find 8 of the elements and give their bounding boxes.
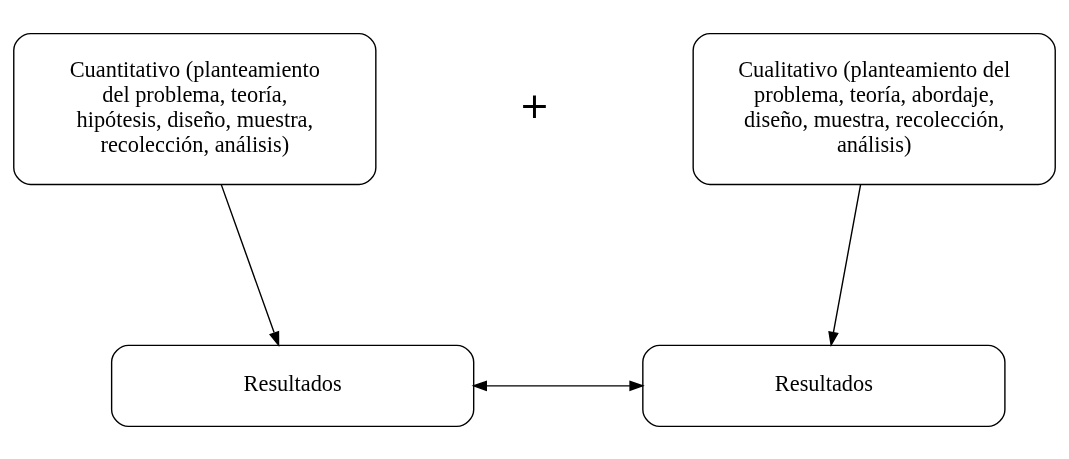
- node-box: Resultados: [110, 344, 475, 427]
- arrow: [471, 380, 645, 391]
- arrow: [828, 183, 862, 347]
- node-box: Cualitativo (planteamiento del problema, teoría, abordaje, diseño, muestra, recolección, análisis): [692, 32, 1056, 185]
- node-box: Resultados: [642, 344, 1006, 427]
- node-box: Cuantitativo (planteamiento del problema, teoría, hipótesis, diseño, muestra, recolección, análisis): [13, 32, 377, 185]
- arrow: [220, 183, 280, 347]
- label: +: [519, 83, 550, 127]
